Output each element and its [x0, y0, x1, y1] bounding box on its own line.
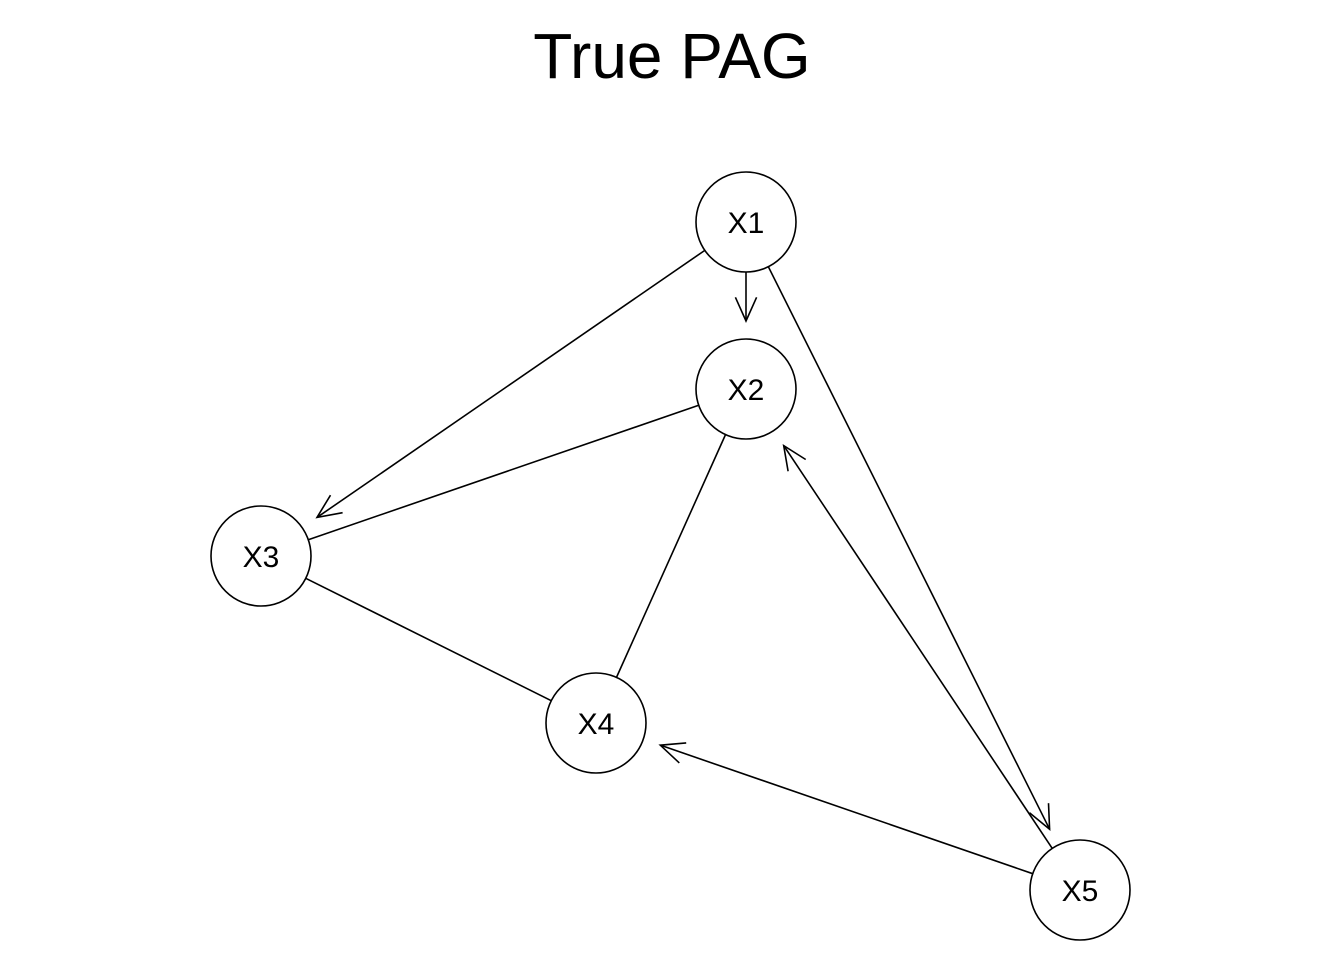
- edge-x1-x5: [767, 266, 1051, 830]
- node-x2-label: X2: [728, 374, 765, 407]
- node-x1: X1: [695, 171, 797, 273]
- edge-x1-x2-arrowhead: [734, 296, 758, 323]
- edge-x5-x4-arrowhead: [658, 742, 687, 764]
- diagram-title: True PAG: [533, 20, 811, 92]
- node-x1-circle: [695, 171, 797, 273]
- edge-x5-x2: [783, 445, 1053, 849]
- edge-x3-x4: [305, 577, 552, 702]
- edge-x5-x4: [660, 744, 1033, 875]
- edge-x5-x2-arrowhead: [782, 443, 807, 472]
- node-x1-label: X1: [728, 207, 765, 240]
- edge-x2-x3: [308, 404, 699, 541]
- node-x2: X2: [695, 338, 797, 440]
- node-x4-circle: [545, 672, 647, 774]
- node-x3-circle: [210, 505, 312, 607]
- node-x3-label: X3: [243, 541, 280, 574]
- edge-x1-x3-arrowhead: [315, 494, 343, 519]
- edges-layer: [305, 249, 1053, 875]
- nodes-layer: X1 X2 X3 X4 X5: [210, 171, 1131, 941]
- node-x5-label: X5: [1062, 875, 1099, 908]
- node-x4-label: X4: [578, 708, 615, 741]
- edge-x1-x3: [316, 249, 706, 519]
- edge-x1-x5-arrowhead: [1028, 803, 1051, 831]
- node-x3: X3: [210, 505, 312, 607]
- edge-x2-x4: [615, 434, 727, 678]
- node-x2-circle: [695, 338, 797, 440]
- node-x5: X5: [1029, 839, 1131, 941]
- node-x5-circle: [1029, 839, 1131, 941]
- node-x4: X4: [545, 672, 647, 774]
